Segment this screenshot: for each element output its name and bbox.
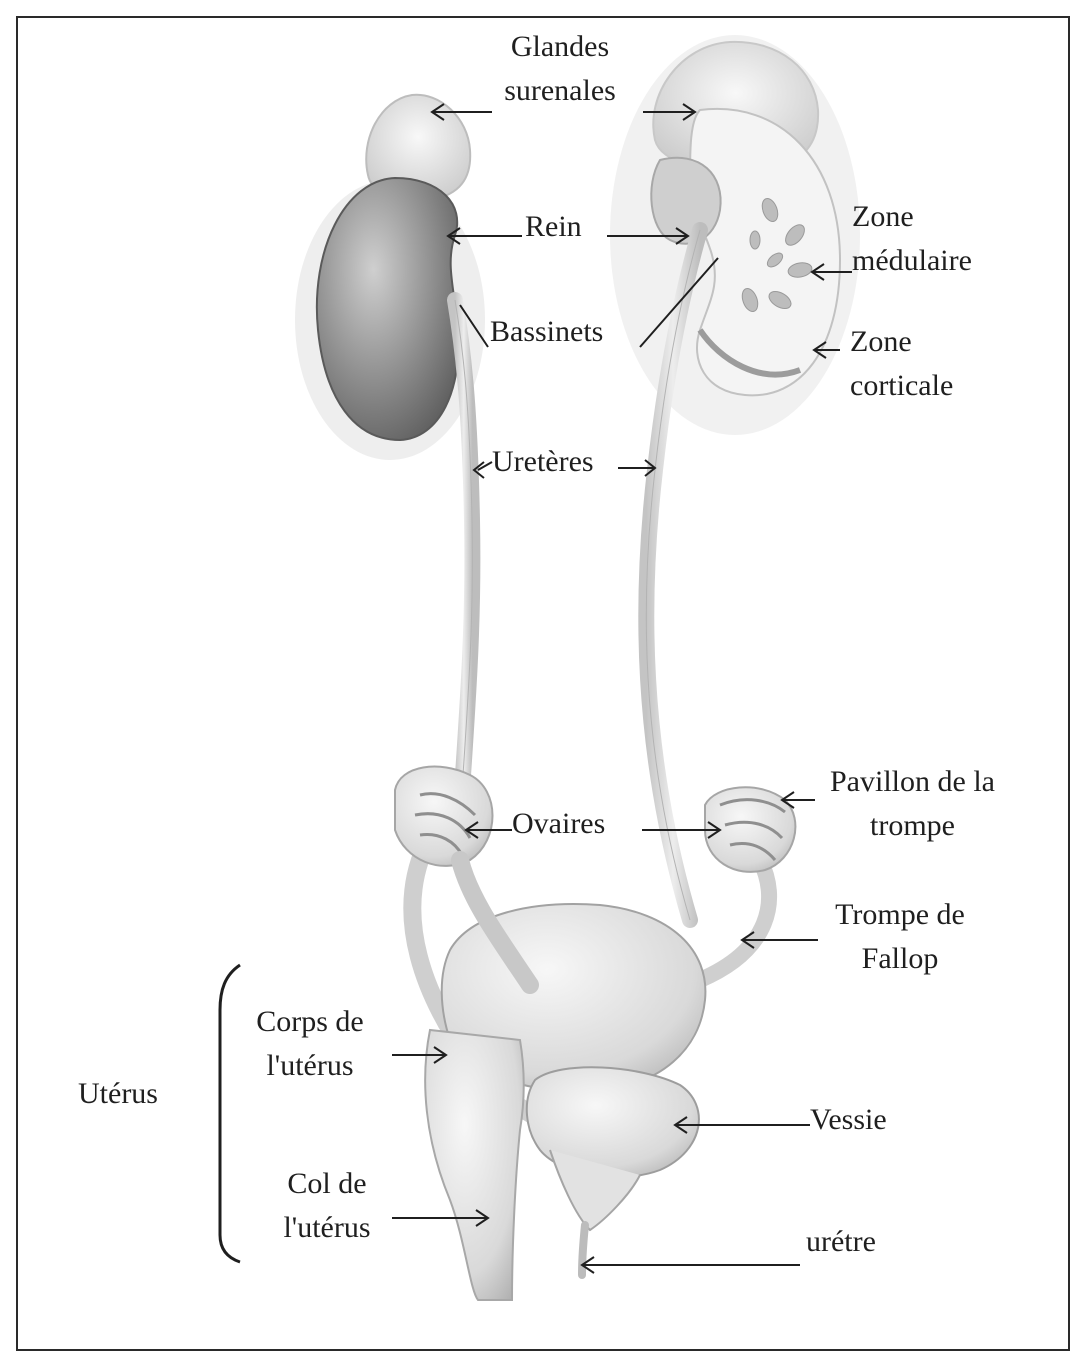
label-zone-corticale: Zone corticale [850,320,953,408]
label-col-line2: l'utérus [262,1206,392,1250]
label-ureteres: Uretères [492,440,594,484]
label-corps-line2: l'utérus [235,1044,385,1088]
label-glandes-line2: surenales [480,69,640,113]
label-bassinets: Bassinets [490,310,603,354]
left-kidney [317,178,459,440]
cervix [425,1030,524,1300]
label-pavillon-line1: Pavillon de la [805,760,1020,804]
label-col-uterus: Col de l'utérus [262,1162,392,1250]
label-corps-line1: Corps de [235,1000,385,1044]
label-glandes-surenales: Glandes surenales [480,25,640,113]
label-zone-medulaire-line1: Zone [852,195,972,239]
label-uretre: urétre [806,1220,876,1264]
label-uterus: Utérus [78,1072,158,1116]
label-trompe-line2: Fallop [810,937,990,981]
label-ovaires: Ovaires [512,802,605,846]
label-corps-uterus: Corps de l'utérus [235,1000,385,1088]
label-col-line1: Col de [262,1162,392,1206]
right-kidney-hilum [651,158,720,244]
label-zone-medulaire-line2: médulaire [852,239,972,283]
label-rein: Rein [525,205,582,249]
right-fallopian-tube [700,860,769,980]
label-trompe-line1: Trompe de [810,893,990,937]
left-ureter [455,300,472,790]
label-pavillon-line2: trompe [805,804,1020,848]
label-vessie: Vessie [810,1098,887,1142]
label-glandes-line1: Glandes [480,25,640,69]
label-zone-corticale-line2: corticale [850,364,953,408]
label-zone-corticale-line1: Zone [850,320,953,364]
label-trompe-fallop: Trompe de Fallop [810,893,990,981]
label-pavillon-trompe: Pavillon de la trompe [805,760,1020,848]
label-zone-medulaire: Zone médulaire [852,195,972,283]
